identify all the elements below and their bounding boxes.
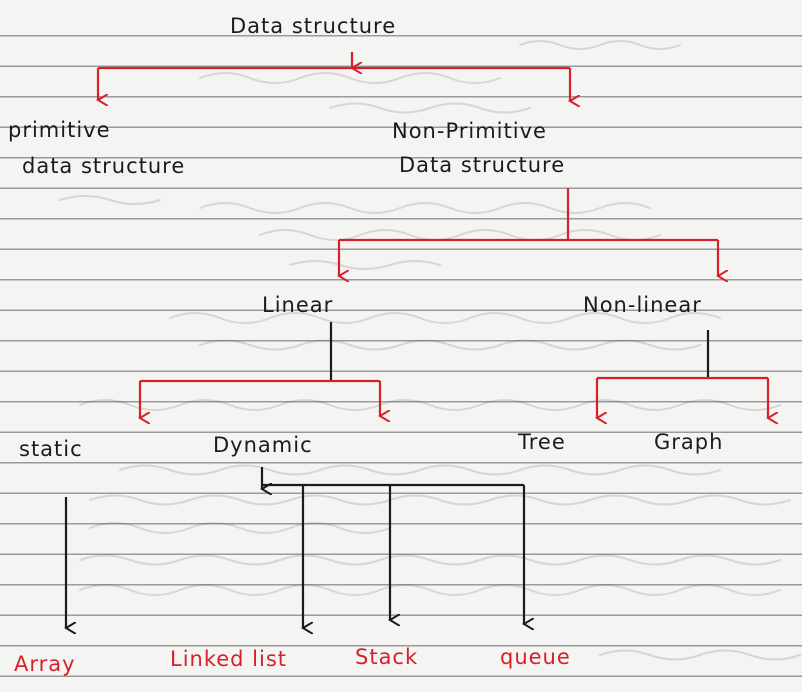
non-linear-branch — [597, 330, 768, 418]
queue-label: queue — [500, 645, 571, 669]
dynamic-label: Dynamic — [213, 433, 313, 457]
static-label: static — [19, 437, 83, 461]
linked-list-label: Linked list — [170, 647, 288, 671]
primitive-label-line2: data structure — [22, 154, 186, 178]
root-label: Data structure — [230, 14, 397, 38]
linear-branch — [140, 322, 380, 418]
primitive-label-line1: primitive — [8, 118, 111, 142]
graph-label: Graph — [654, 430, 724, 454]
non-linear-label: Non-linear — [583, 293, 702, 317]
tree-label: Tree — [518, 430, 566, 454]
non-primitive-branch — [339, 188, 718, 276]
non-primitive-label-line2: Data structure — [399, 153, 566, 177]
non-primitive-label-line1: Non-Primitive — [392, 119, 547, 143]
root-branch — [98, 52, 570, 101]
stack-label: Stack — [355, 645, 419, 669]
array-label: Array — [14, 652, 76, 676]
linear-label: Linear — [262, 293, 334, 317]
leaf-branches — [66, 467, 524, 628]
